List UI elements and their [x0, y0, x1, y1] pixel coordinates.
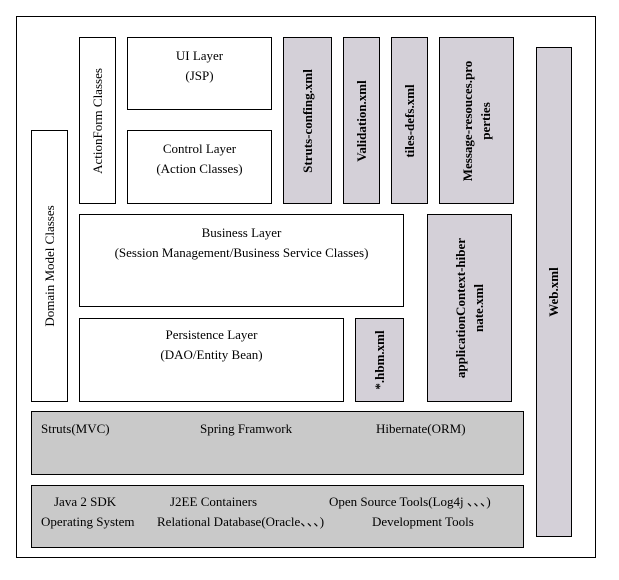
- domain-model-classes-label: Domain Model Classes: [41, 205, 57, 327]
- message-resources-line2: perties: [477, 101, 493, 140]
- ui-layer-box: UI Layer (JSP): [127, 37, 272, 110]
- message-resources-box: Message-resouces.pro perties: [439, 37, 514, 204]
- persistence-layer-box: Persistence Layer (DAO/Entity Bean): [79, 318, 344, 402]
- hbm-xml-label: *.hbm.xml: [371, 330, 387, 390]
- web-xml-box: Web.xml: [536, 47, 572, 537]
- validation-label: Validation.xml: [353, 79, 369, 162]
- persistence-layer-subtitle: (DAO/Entity Bean): [160, 347, 263, 362]
- message-resources-line1: Message-resouces.pro: [459, 60, 475, 181]
- application-context-label: applicationContext-hiber nate.xml: [452, 238, 488, 378]
- java-sdk-label: Java 2 SDK: [54, 494, 117, 509]
- control-layer-box: Control Layer (Action Classes): [127, 130, 272, 204]
- operating-system-label: Operating System: [41, 514, 135, 529]
- business-layer-box: Business Layer (Session Management/Busin…: [79, 214, 404, 307]
- validation-box: Validation.xml: [343, 37, 380, 204]
- business-layer-title: Business Layer: [201, 225, 282, 240]
- struts-config-box: Struts-confing.xml: [283, 37, 332, 204]
- application-context-line1: applicationContext-hiber: [452, 237, 468, 379]
- actionform-classes-box: ActionForm Classes: [79, 37, 116, 204]
- control-layer-title: Control Layer: [162, 141, 237, 156]
- control-layer-subtitle: (Action Classes): [156, 161, 243, 176]
- tiles-defs-label: tiles-defs.xml: [401, 83, 417, 158]
- frameworks-bar: Struts(MVC) Spring Framwork Hibernate(OR…: [31, 411, 524, 475]
- architecture-frame: [16, 16, 596, 558]
- hbm-xml-box: *.hbm.xml: [355, 318, 404, 402]
- message-resources-label: Message-resouces.pro perties: [459, 60, 495, 180]
- development-tools-label: Development Tools: [372, 514, 474, 529]
- web-xml-label: Web.xml: [546, 267, 561, 317]
- struts-mvc-label: Struts(MVC): [41, 421, 110, 436]
- j2ee-containers-label: J2EE Containers: [170, 494, 258, 509]
- tiles-defs-box: tiles-defs.xml: [391, 37, 428, 204]
- platform-bar: Java 2 SDK J2EE Containers Open Source T…: [31, 485, 524, 548]
- business-layer-subtitle: (Session Management/Business Service Cla…: [114, 245, 369, 260]
- domain-model-classes-box: Domain Model Classes: [31, 130, 68, 402]
- persistence-layer-title: Persistence Layer: [165, 327, 258, 342]
- ui-layer-title: UI Layer: [175, 48, 224, 63]
- application-context-line2: nate.xml: [470, 283, 486, 333]
- spring-framework-label: Spring Framwork: [200, 421, 293, 436]
- application-context-box: applicationContext-hiber nate.xml: [427, 214, 512, 402]
- ui-layer-subtitle: (JSP): [185, 68, 214, 83]
- hibernate-orm-label: Hibernate(ORM): [376, 421, 466, 436]
- struts-config-label: Struts-confing.xml: [299, 68, 315, 173]
- actionform-classes-label: ActionForm Classes: [89, 67, 105, 174]
- open-source-tools-label: Open Source Tools(Log4j 、、、): [329, 494, 491, 509]
- relational-database-label: Relational Database(Oracle、、、): [157, 514, 325, 529]
